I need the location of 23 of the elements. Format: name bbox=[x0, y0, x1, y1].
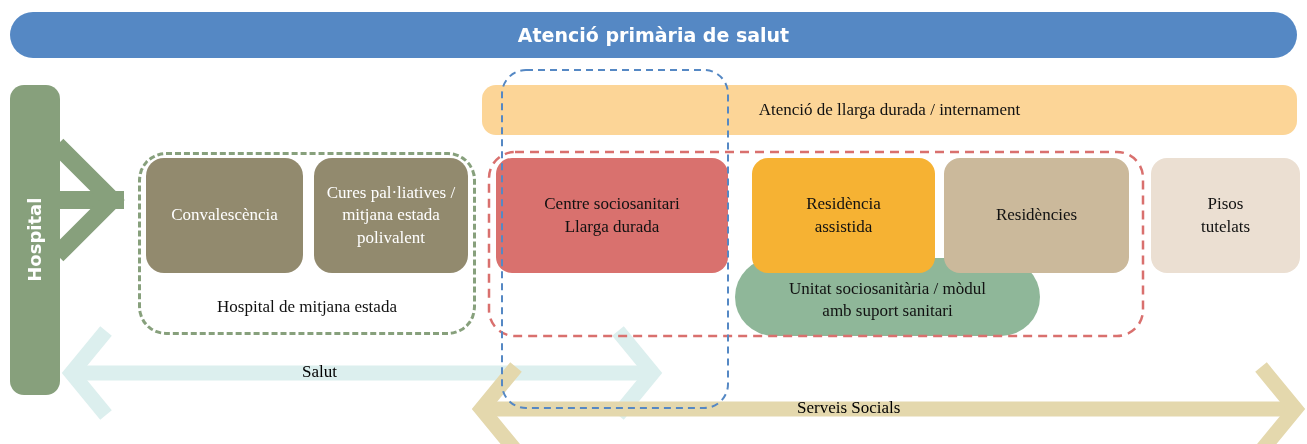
heading-band bbox=[10, 12, 1297, 58]
process-box bbox=[1151, 158, 1300, 273]
process-box bbox=[752, 158, 935, 273]
node-label: Atenció de llarga durada / internament bbox=[757, 98, 1022, 121]
group-label: Hospital de mitjana estada bbox=[217, 295, 397, 318]
category-band bbox=[482, 85, 1297, 135]
band-label: Serveis Socials bbox=[797, 398, 901, 418]
node-label: Pisos tutelats bbox=[1199, 193, 1252, 238]
heading: Atenció primària de salut bbox=[517, 22, 790, 48]
process-box bbox=[146, 158, 303, 273]
process-box bbox=[314, 158, 468, 273]
node-label: Residències bbox=[994, 204, 1079, 227]
node-label: Centre sociosanitari Llarga durada bbox=[543, 193, 681, 238]
hospital-bar bbox=[10, 85, 60, 395]
band-label: Salut bbox=[302, 362, 337, 382]
node-label: Residència assistida bbox=[805, 193, 882, 238]
process-box bbox=[496, 158, 728, 273]
node-label: Convalescència bbox=[170, 204, 279, 227]
node-label: Cures pal·liatives / mitjana estada polivalent bbox=[325, 182, 457, 249]
node-label: Hospital bbox=[23, 197, 47, 283]
dashed-group-box bbox=[138, 152, 476, 335]
process-box bbox=[944, 158, 1129, 273]
node-label: Unitat sociosanitària / mòdul amb suport sanitari bbox=[788, 278, 987, 323]
